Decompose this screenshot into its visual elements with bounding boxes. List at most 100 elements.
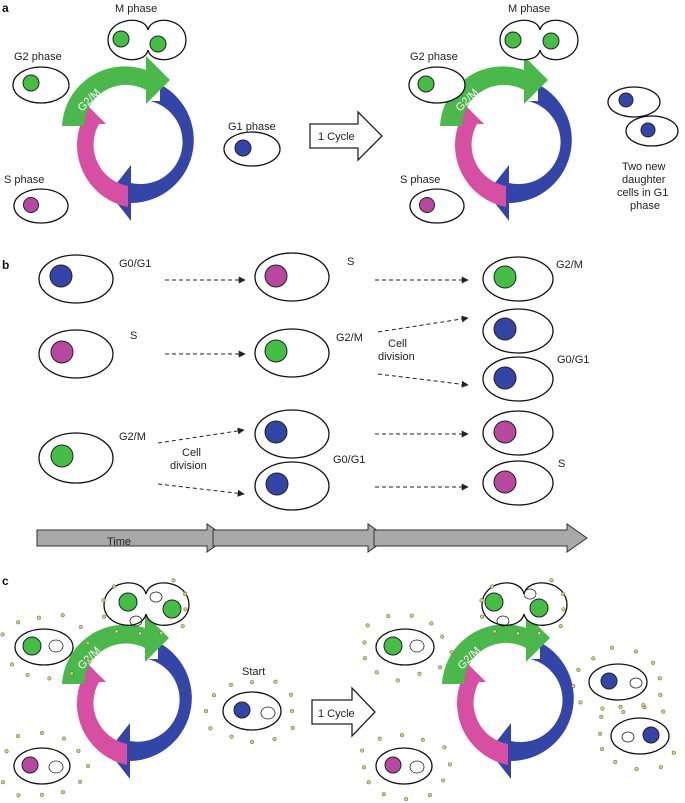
particle-dot	[404, 797, 409, 802]
cell-division-2b: division	[170, 460, 207, 472]
panel-b: b G0/G1 S G2/M S G2/M G0/G1 G2/M G0/G1	[2, 252, 589, 553]
particle-dot	[641, 703, 646, 708]
particle-dot	[36, 615, 41, 620]
particle-dot	[180, 624, 185, 629]
time-label: Time	[107, 536, 131, 548]
nucleus-green	[112, 30, 130, 48]
g2m-arc	[62, 56, 170, 126]
s-phase-cell	[13, 188, 69, 224]
particle-dot	[374, 670, 379, 675]
particle-dot	[599, 714, 604, 719]
s-phase-label-right: S phase	[400, 174, 440, 186]
particle-dot	[549, 578, 554, 583]
col2-mid-label: G2/M	[336, 332, 363, 344]
s-phase-cell-right	[409, 188, 465, 224]
particle-dot	[290, 725, 295, 730]
particle-dot	[78, 624, 83, 630]
panel-a-label: a	[2, 1, 9, 15]
particle-dot	[78, 779, 83, 784]
particle-dot	[211, 693, 216, 698]
g2-cell-c-right	[375, 628, 435, 666]
particle-dot	[111, 584, 117, 589]
particle-dot	[576, 667, 581, 672]
cycle-ring-a-right: G0/G1 S G2/M	[440, 56, 598, 221]
g2-phase-label: G2 phase	[14, 51, 62, 63]
daughters-line-1: Two new	[622, 161, 665, 173]
particle-dot	[610, 645, 615, 650]
particle-dot	[183, 591, 188, 597]
particle-dot	[621, 709, 626, 715]
daughters-line-3: cells in G1	[617, 187, 668, 199]
transition-arrows	[157, 276, 469, 497]
particle-dot	[0, 780, 6, 785]
particle-dot	[449, 650, 454, 655]
cell-division-1b: division	[378, 351, 415, 363]
daughter-cells	[607, 86, 679, 147]
particle-dot	[86, 658, 91, 663]
particle-dot	[386, 614, 391, 619]
particle-dot	[85, 641, 90, 646]
cell-col3-5	[482, 460, 554, 506]
particle-dot	[442, 745, 447, 750]
cycle-ring-a-left: G0/G1 S G2/M	[62, 56, 220, 221]
g2-phase-cell-right	[408, 66, 466, 104]
one-cycle-arrow-c: 1 Cycle	[311, 686, 376, 738]
s-arc	[62, 104, 128, 207]
m-phase-label: M phase	[115, 3, 157, 15]
particle-dot	[272, 737, 277, 742]
particle-dot	[438, 665, 443, 670]
g2-cell-c	[14, 628, 74, 666]
particle-dot	[365, 623, 370, 628]
panel-a: a G0/G1 S G2/M M phase G2 phase G1 phase	[2, 1, 679, 224]
particle-dot	[440, 634, 445, 639]
g1-phase-cell	[223, 131, 281, 167]
particle-dot	[558, 624, 563, 629]
cell-col1-bottom	[38, 432, 114, 484]
particle-dot	[39, 792, 45, 797]
particle-dot	[60, 613, 65, 618]
particle-dot	[208, 726, 213, 731]
col1-label-1: S	[130, 330, 137, 342]
col1-label-2: G2/M	[119, 431, 146, 443]
particle-dot	[600, 706, 605, 711]
particle-dot	[399, 733, 405, 738]
particle-dot	[16, 620, 21, 625]
particle-dot	[16, 793, 21, 798]
cell-division-2a: Cell	[182, 447, 201, 459]
cycle-ring-c-right: G0/G1 S G2/M	[442, 614, 600, 779]
particle-dot	[203, 708, 209, 714]
m-phase-cell-right	[499, 19, 579, 61]
daughters-line-4: phase	[630, 200, 660, 212]
particle-dot	[85, 763, 91, 769]
particle-dot	[101, 598, 106, 603]
particle-dot	[618, 704, 623, 709]
particle-dot	[273, 679, 278, 684]
cycle-ring-c-left: G0/G1 S G2/M	[62, 614, 218, 779]
col3-top-label: G2/M	[556, 259, 583, 271]
particle-dot	[360, 748, 365, 753]
particle-dot	[661, 709, 666, 714]
nucleus-blue	[49, 264, 73, 288]
particle-dot	[658, 692, 663, 697]
m-phase-label-right: M phase	[508, 3, 550, 15]
particle-dot	[159, 631, 164, 636]
particle-dot	[578, 700, 583, 705]
particle-dot	[591, 656, 596, 661]
g2-phase-label-right: G2 phase	[410, 51, 458, 63]
g0g1-arc-label: G0/G1	[583, 696, 600, 730]
particle-dot	[657, 676, 662, 681]
col3-bottom-label: S	[558, 458, 565, 470]
dividing-cell-outline	[107, 19, 187, 61]
m-phase-cell	[107, 19, 187, 61]
daughters-line-2: daughter	[622, 174, 666, 186]
particle-dot	[137, 631, 142, 636]
particle-dot	[183, 607, 188, 612]
particle-dot	[409, 613, 414, 618]
particle-dot	[15, 734, 21, 739]
particle-dot	[515, 631, 520, 636]
nucleus-green	[149, 35, 167, 53]
particle-dot	[61, 736, 67, 741]
g0g1-arc-label: G0/G1	[581, 138, 598, 172]
cell-col3-4	[482, 410, 554, 456]
